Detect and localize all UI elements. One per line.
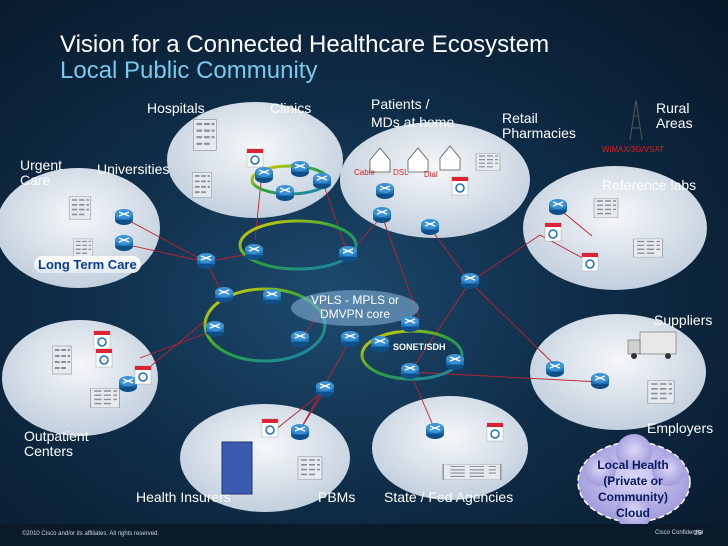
bubble-state (372, 396, 528, 500)
footer-confidential: Cisco Confidential (655, 530, 704, 536)
label-dsl: DSL (393, 168, 409, 177)
label-health-insurers: Health Insurers (136, 489, 231, 505)
footer-copyright: ©2010 Cisco and/or its affiliates. All r… (22, 531, 160, 537)
page-subtitle: Local Public Community (60, 57, 318, 84)
label-reference-labs: Reference labs (602, 177, 697, 193)
antenna-icon (629, 99, 643, 141)
local-health-cloud-icon (577, 434, 691, 530)
building-icons (51, 118, 676, 495)
label-cable: Cable (354, 168, 375, 177)
label-dial: Dial (424, 170, 438, 179)
bubble-reference (523, 166, 707, 290)
label-retail-pharmacies: Retail Pharmacies (502, 110, 576, 141)
label-mds-at-home: MDs at home (371, 114, 455, 130)
truck-icon (627, 331, 677, 359)
label-hospitals: Hospitals (147, 100, 205, 116)
label-clinics: Clinics (270, 100, 312, 116)
page-number: 29 (694, 530, 702, 537)
page-title: Vision for a Connected Healthcare Ecosys… (60, 31, 550, 58)
ring-mpls (203, 287, 327, 363)
label-pbms: PBMs (318, 489, 356, 505)
label-suppliers: Suppliers (654, 312, 713, 328)
label-wimax: WiMAX/3G/VSAT (602, 145, 665, 154)
label-local-health-cloud: Local Health (Private or Community) Clou… (597, 458, 669, 520)
label-long-term-care: Long Term Care (34, 256, 141, 273)
label-sonet-sdh: SONET/SDH (393, 342, 446, 352)
label-urgent-care: Urgent Care (20, 157, 63, 188)
health-insurers-tower-icon (221, 441, 253, 495)
label-universities: Universities (97, 161, 170, 177)
house-icons (369, 145, 461, 173)
ring-left (238, 219, 358, 271)
label-vpls-core: VPLS - MPLS or DMVPN core (310, 293, 400, 321)
label-employers: Employers (647, 420, 714, 436)
label-patients: Patients / (371, 96, 430, 112)
label-state-fed-agencies: State / Fed Agencies (384, 489, 514, 505)
label-rural-areas: Rural Areas (656, 100, 693, 131)
label-outpatient-centers: Outpatient Centers (24, 428, 89, 459)
vpls-cloud (291, 290, 419, 326)
